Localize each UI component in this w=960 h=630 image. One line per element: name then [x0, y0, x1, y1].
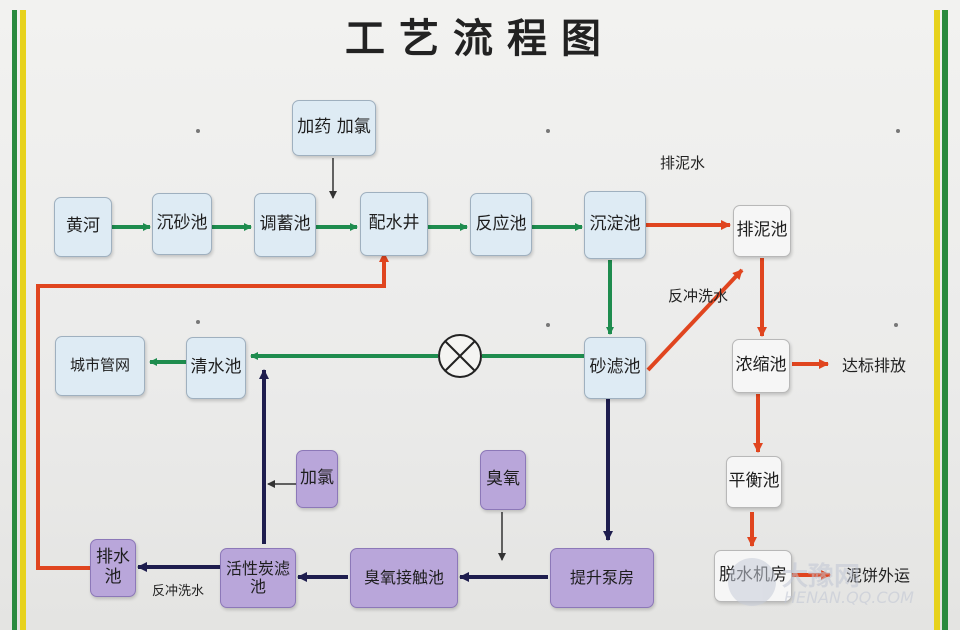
node-paishuichi: 排水池	[90, 539, 136, 597]
left-stripe-yellow	[20, 10, 26, 630]
node-huoxingtan: 活性炭滤池	[220, 548, 296, 608]
node-chendianchi: 沉淀池	[584, 191, 646, 259]
watermark: 大豫网 HENAN.QQ.COM	[720, 552, 950, 618]
node-peishuijing: 配水井	[360, 192, 428, 256]
diagram-title: 工艺流程图	[345, 16, 615, 62]
right-stripe-green	[942, 10, 948, 630]
label-painishui: 排泥水	[660, 154, 706, 172]
board-pin-dot	[546, 323, 550, 327]
board-pin-dot	[894, 323, 898, 327]
label-niniwaiyun: 泥饼外运	[846, 566, 911, 585]
node-fanyingchi: 反应池	[470, 193, 532, 256]
node-tishengbengfang: 提升泵房	[550, 548, 654, 608]
node-jialv: 加氯	[296, 450, 338, 508]
label-fanchongxishui-top: 反冲洗水	[668, 287, 729, 305]
node-qingshuichi: 清水池	[186, 337, 246, 399]
node-jiayao-jialv: 加药 加氯	[292, 100, 376, 156]
arrow-paishuichi-return-to-peishuijing	[36, 252, 389, 570]
board-pin-dot	[196, 129, 200, 133]
node-pinghengchi: 平衡池	[726, 456, 782, 508]
node-chenshachi: 沉砂池	[152, 193, 212, 255]
node-nongsuochi: 浓缩池	[732, 339, 790, 393]
label-dabiaopaifang: 达标排放	[842, 356, 907, 375]
left-stripe-green	[12, 10, 17, 630]
node-tiaoxuchi: 调蓄池	[254, 193, 316, 257]
board-pin-dot	[196, 320, 200, 324]
watermark-url: HENAN.QQ.COM	[784, 588, 914, 607]
board-pin-dot	[896, 129, 900, 133]
node-chengshiguanwang: 城市管网	[55, 336, 145, 396]
board-pin-dot	[546, 129, 550, 133]
valve-symbol	[438, 334, 482, 378]
node-huanghe: 黄河	[54, 197, 112, 257]
label-fanchongxishui-bottom: 反冲洗水	[152, 584, 205, 599]
watermark-brand: 大豫网	[782, 562, 861, 592]
arrow-shalvchi-to-painichi	[646, 268, 744, 372]
node-painichi: 排泥池	[733, 205, 791, 257]
node-chouyangjiechu: 臭氧接触池	[350, 548, 458, 608]
watermark-logo-icon	[728, 558, 776, 606]
right-stripe-yellow	[934, 10, 940, 630]
node-chouyang: 臭氧	[480, 450, 526, 510]
node-shalvchi: 砂滤池	[584, 337, 646, 399]
